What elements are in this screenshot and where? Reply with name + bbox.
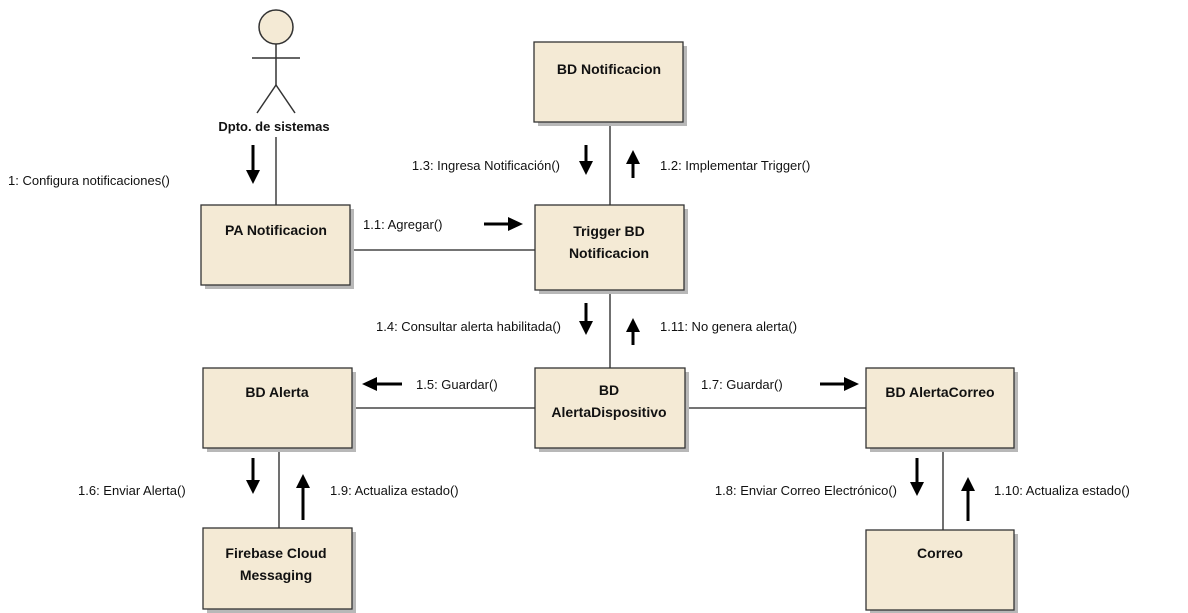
message-labels: 1: Configura notificaciones() 1.1: Agreg… bbox=[8, 158, 1130, 498]
actor-right-leg bbox=[275, 84, 296, 114]
actor-left-leg bbox=[256, 84, 277, 114]
message-m1-7: 1.7: Guardar() bbox=[701, 377, 783, 392]
message-m1-8: 1.8: Enviar Correo Electrónico() bbox=[715, 483, 897, 498]
object-bd-alerta: BD Alerta bbox=[202, 367, 356, 452]
message-m1-9: 1.9: Actualiza estado() bbox=[330, 483, 459, 498]
arrow-m1-10-head bbox=[961, 477, 975, 491]
message-m1-11: 1.11: No genera alerta() bbox=[660, 319, 797, 334]
message-m1: 1: Configura notificaciones() bbox=[8, 173, 170, 188]
arrow-m1-1-head bbox=[508, 217, 523, 231]
object-bd-alerta-dispositivo: BD AlertaDispositivo bbox=[534, 367, 689, 452]
links bbox=[275, 122, 944, 530]
message-m1-3: 1.3: Ingresa Notificación() bbox=[412, 158, 560, 173]
object-label: BD AlertaCorreo bbox=[885, 384, 994, 400]
object-label-line-1: BD bbox=[599, 382, 619, 398]
arrow-m1-7-head bbox=[844, 377, 859, 391]
message-m1-10: 1.10: Actualiza estado() bbox=[994, 483, 1130, 498]
object-bd-alerta-correo: BD AlertaCorreo bbox=[865, 367, 1018, 452]
object-pa-notificacion: PA Notificacion bbox=[200, 204, 354, 289]
object-label-line-1: Firebase Cloud bbox=[225, 545, 326, 561]
message-m1-6: 1.6: Enviar Alerta() bbox=[78, 483, 186, 498]
message-arrows bbox=[246, 145, 975, 521]
object-label-line-2: Messaging bbox=[240, 567, 312, 583]
arrow-m1-3-head bbox=[579, 161, 593, 175]
object-firebase-cloud-messaging: Firebase Cloud Messaging bbox=[202, 527, 356, 613]
object-bd-notificacion: BD Notificacion bbox=[533, 41, 687, 126]
actor-name: Dpto. de sistemas bbox=[218, 119, 329, 134]
actor-head bbox=[258, 9, 294, 45]
object-trigger-bd-notificacion: Trigger BD Notificacion bbox=[534, 204, 688, 294]
arrow-m1-8-head bbox=[910, 482, 924, 496]
arrow-m1-head bbox=[246, 170, 260, 184]
object-label-line-2: Notificacion bbox=[569, 245, 649, 261]
object-label: Correo bbox=[917, 545, 963, 561]
arrow-m1-5-head bbox=[362, 377, 377, 391]
object-correo: Correo bbox=[865, 529, 1018, 613]
arrow-m1-2-head bbox=[626, 150, 640, 164]
arrow-m1-9-head bbox=[296, 474, 310, 488]
message-m1-4: 1.4: Consultar alerta habilitada() bbox=[376, 319, 561, 334]
object-label: PA Notificacion bbox=[225, 222, 327, 238]
arrow-m1-6-head bbox=[246, 480, 260, 494]
arrow-m1-11-head bbox=[626, 318, 640, 332]
message-m1-2: 1.2: Implementar Trigger() bbox=[660, 158, 810, 173]
arrow-m1-4-head bbox=[579, 321, 593, 335]
object-label-line-1: Trigger BD bbox=[573, 223, 645, 239]
object-label: BD Alerta bbox=[245, 384, 308, 400]
message-m1-1: 1.1: Agregar() bbox=[363, 217, 443, 232]
actor-dpto-sistemas: Dpto. de sistemas bbox=[218, 9, 330, 134]
object-label: BD Notificacion bbox=[557, 61, 661, 77]
object-label-line-2: AlertaDispositivo bbox=[551, 404, 666, 420]
message-m1-5: 1.5: Guardar() bbox=[416, 377, 498, 392]
